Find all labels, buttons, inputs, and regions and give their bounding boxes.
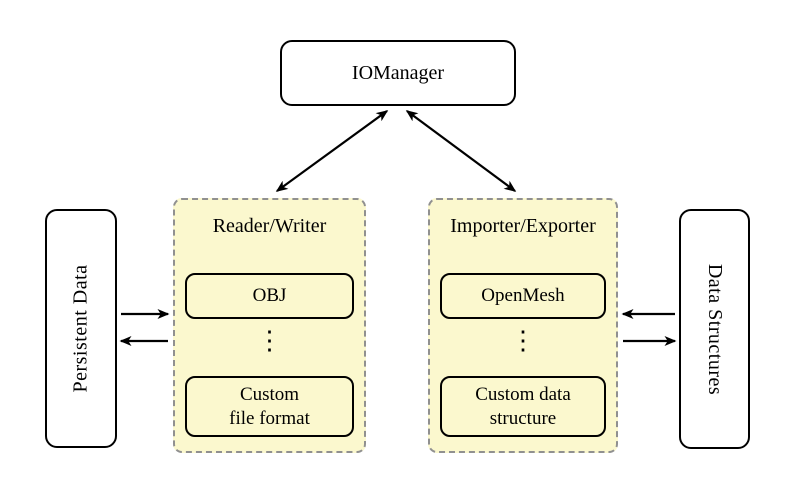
importer-exporter-ellipsis: ⋮	[510, 326, 536, 355]
reader-writer-group: Reader/Writer OBJ ⋮ Custom file format	[173, 198, 366, 453]
obj-box: OBJ	[185, 273, 354, 319]
custom-data-structure-box: Custom data structure	[440, 376, 606, 437]
reader-writer-header: Reader/Writer	[212, 215, 327, 237]
importer-exporter-group: Importer/Exporter OpenMesh ⋮ Custom data…	[428, 198, 618, 453]
iomanager-box: IOManager	[280, 40, 516, 106]
persistent-data-box: Persistent Data	[45, 209, 117, 448]
persistent-data-label: Persistent Data	[69, 264, 92, 393]
custom-file-format-box: Custom file format	[185, 376, 354, 437]
arrow-iomanager-readerwriter	[275, 110, 389, 192]
reader-writer-ellipsis: ⋮	[256, 326, 283, 355]
data-structures-label: Data Structures	[704, 263, 727, 395]
data-structures-box: Data Structures	[679, 209, 750, 449]
iomanager-label: IOManager	[351, 61, 445, 84]
arrow-iomanager-importerexporter	[405, 110, 517, 192]
importer-exporter-header: Importer/Exporter	[450, 215, 596, 237]
openmesh-box: OpenMesh	[440, 273, 606, 319]
